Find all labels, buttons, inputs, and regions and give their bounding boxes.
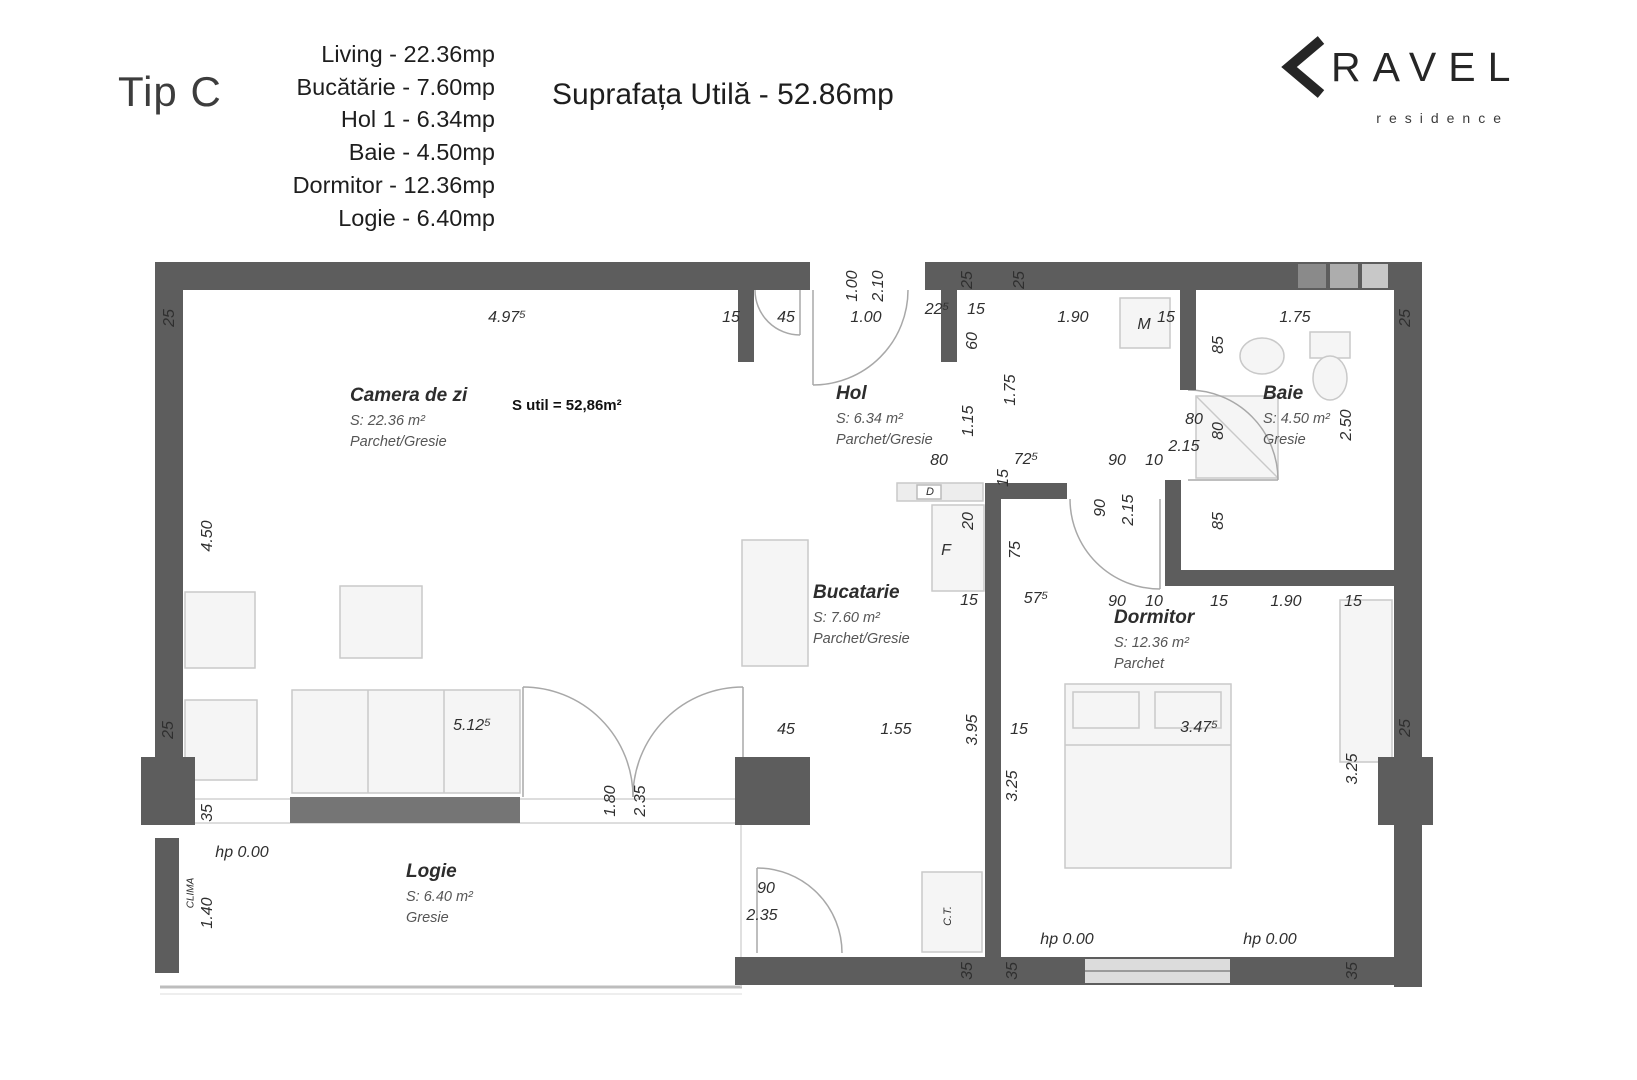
- wall-left-lower: [155, 838, 179, 973]
- window-sill-living: [290, 797, 520, 823]
- logo-subtitle-text: residence: [1376, 110, 1509, 126]
- bathroom-door: [1187, 389, 1279, 481]
- walls: [141, 262, 1433, 987]
- wall-left-upper: [155, 262, 183, 762]
- loggia-door: [756, 867, 843, 954]
- wall-hall-bath: [1180, 290, 1196, 390]
- wall-kitchen-bedroom: [985, 483, 1001, 957]
- kitchen-cabinet: [741, 539, 809, 667]
- sink: [1239, 337, 1285, 375]
- armchair: [184, 699, 258, 781]
- total-area-title: Suprafața Utilă - 52.86mp: [552, 78, 894, 111]
- wall-right-upper: [1394, 262, 1422, 762]
- window-bath-1: [1298, 264, 1326, 288]
- entrance-door: [812, 289, 909, 386]
- wall-top-left: [155, 262, 810, 290]
- room-list-item: Bucătărie - 7.60mp: [296, 73, 495, 100]
- hall-door: [754, 289, 801, 336]
- windows: [1085, 264, 1388, 983]
- boiler-unit: [921, 871, 983, 953]
- fridge: [931, 504, 985, 592]
- wall-left-pier: [141, 757, 195, 825]
- dishwasher: [916, 484, 942, 500]
- logo-brand-text: RAVEL: [1331, 43, 1523, 90]
- balcony-double-door: [522, 686, 744, 798]
- bedroom-door: [1069, 498, 1161, 590]
- window-bath-3: [1362, 264, 1388, 288]
- room-list-item: Logie - 6.40mp: [338, 204, 495, 231]
- room-list-item: Baie - 4.50mp: [348, 139, 495, 166]
- toilet: [1309, 331, 1351, 401]
- wall-bottom: [735, 957, 1422, 985]
- wall-entry-right: [941, 290, 957, 362]
- brand-logo: RAVEL residence: [1281, 36, 1513, 126]
- coffee-table: [339, 585, 423, 659]
- wall-hall-left: [738, 290, 754, 362]
- wall-center-pier: [735, 757, 810, 825]
- washing-machine: [1119, 297, 1171, 349]
- tv-cabinet: [184, 591, 256, 669]
- room-list-item: Living - 22.36mp: [321, 41, 495, 67]
- plan-type-title: Tip C: [118, 68, 222, 115]
- furniture-layer: [184, 297, 1393, 953]
- sofa: [291, 689, 521, 794]
- wardrobe: [1339, 599, 1393, 763]
- room-list-item: Dormitor - 12.36mp: [292, 171, 495, 198]
- wall-bath-bottom: [1165, 570, 1422, 586]
- chevron-logo-icon: [1281, 36, 1325, 98]
- wall-bath-left: [1165, 480, 1181, 586]
- window-bath-2: [1330, 264, 1358, 288]
- wall-right-pier: [1378, 757, 1433, 825]
- shower: [1195, 395, 1279, 479]
- balcony-outline: [160, 798, 758, 995]
- bed: [1064, 683, 1232, 869]
- wall-kitchen: [985, 483, 1067, 499]
- room-list-item: Hol 1 - 6.34mp: [340, 106, 495, 133]
